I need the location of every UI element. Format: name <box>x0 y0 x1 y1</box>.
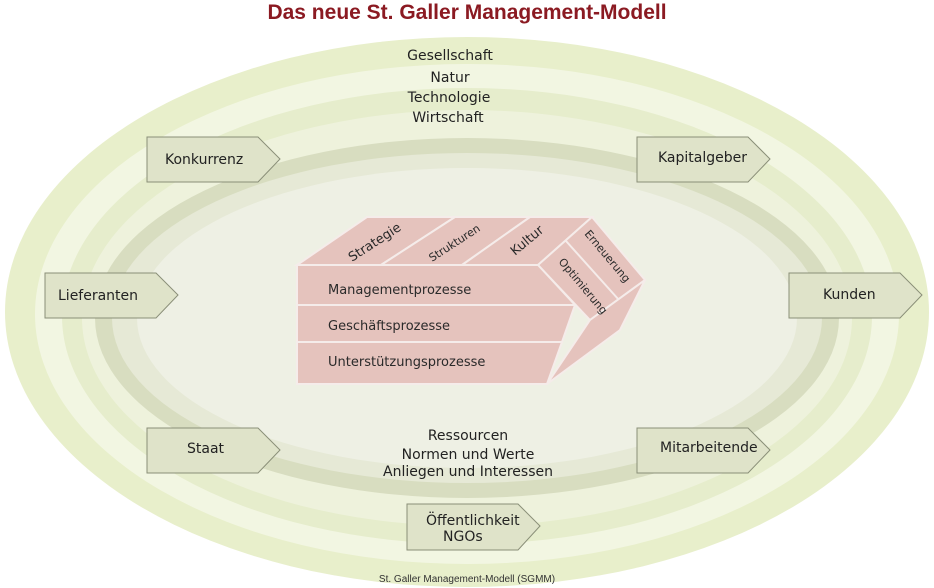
process-label-support: Unterstützungsprozesse <box>328 355 485 370</box>
sphere-society: Gesellschaft <box>407 48 493 64</box>
stakeholder-staat: Staat <box>146 427 281 474</box>
process-label-business: Geschäftsprozesse <box>328 319 450 334</box>
stakeholder-lieferanten: Lieferanten <box>44 272 179 319</box>
organization-cube: Strategie Strukturen Kultur Erneuerung O… <box>293 215 647 385</box>
stakeholder-label: NGOs <box>443 529 483 545</box>
stakeholder-kapitalgeber: Kapitalgeber <box>636 136 771 183</box>
stakeholder-oeffentlichkeit-ngos: Öffentlichkeit NGOs <box>406 503 541 551</box>
stakeholder-label: Staat <box>187 441 225 457</box>
sphere-economy: Wirtschaft <box>412 110 484 126</box>
sphere-nature: Natur <box>430 70 469 86</box>
stakeholder-label: Öffentlichkeit <box>426 511 520 529</box>
stakeholder-mitarbeitende: Mitarbeitende <box>636 427 771 474</box>
face-side <box>546 279 646 385</box>
topic-norms-values: Normen und Werte <box>402 447 535 463</box>
stakeholder-konkurrenz: Konkurrenz <box>146 136 281 183</box>
stakeholder-label: Kunden <box>823 287 876 303</box>
stakeholder-kunden: Kunden <box>788 272 923 319</box>
stakeholder-label: Mitarbeitende <box>660 440 758 456</box>
diagram-title: Das neue St. Galler Management-Modell <box>267 1 666 24</box>
topic-concerns-interests: Anliegen und Interessen <box>383 464 553 480</box>
stakeholder-label: Lieferanten <box>58 288 138 304</box>
sphere-technology: Technologie <box>407 90 491 106</box>
stakeholder-label: Kapitalgeber <box>658 150 747 166</box>
process-label-management: Managementprozesse <box>328 283 471 298</box>
footer-caption: St. Galler Management-Modell (SGMM) <box>379 574 555 585</box>
stakeholder-label: Konkurrenz <box>165 152 243 168</box>
process-support <box>296 341 564 385</box>
topic-resources: Ressourcen <box>428 428 508 444</box>
